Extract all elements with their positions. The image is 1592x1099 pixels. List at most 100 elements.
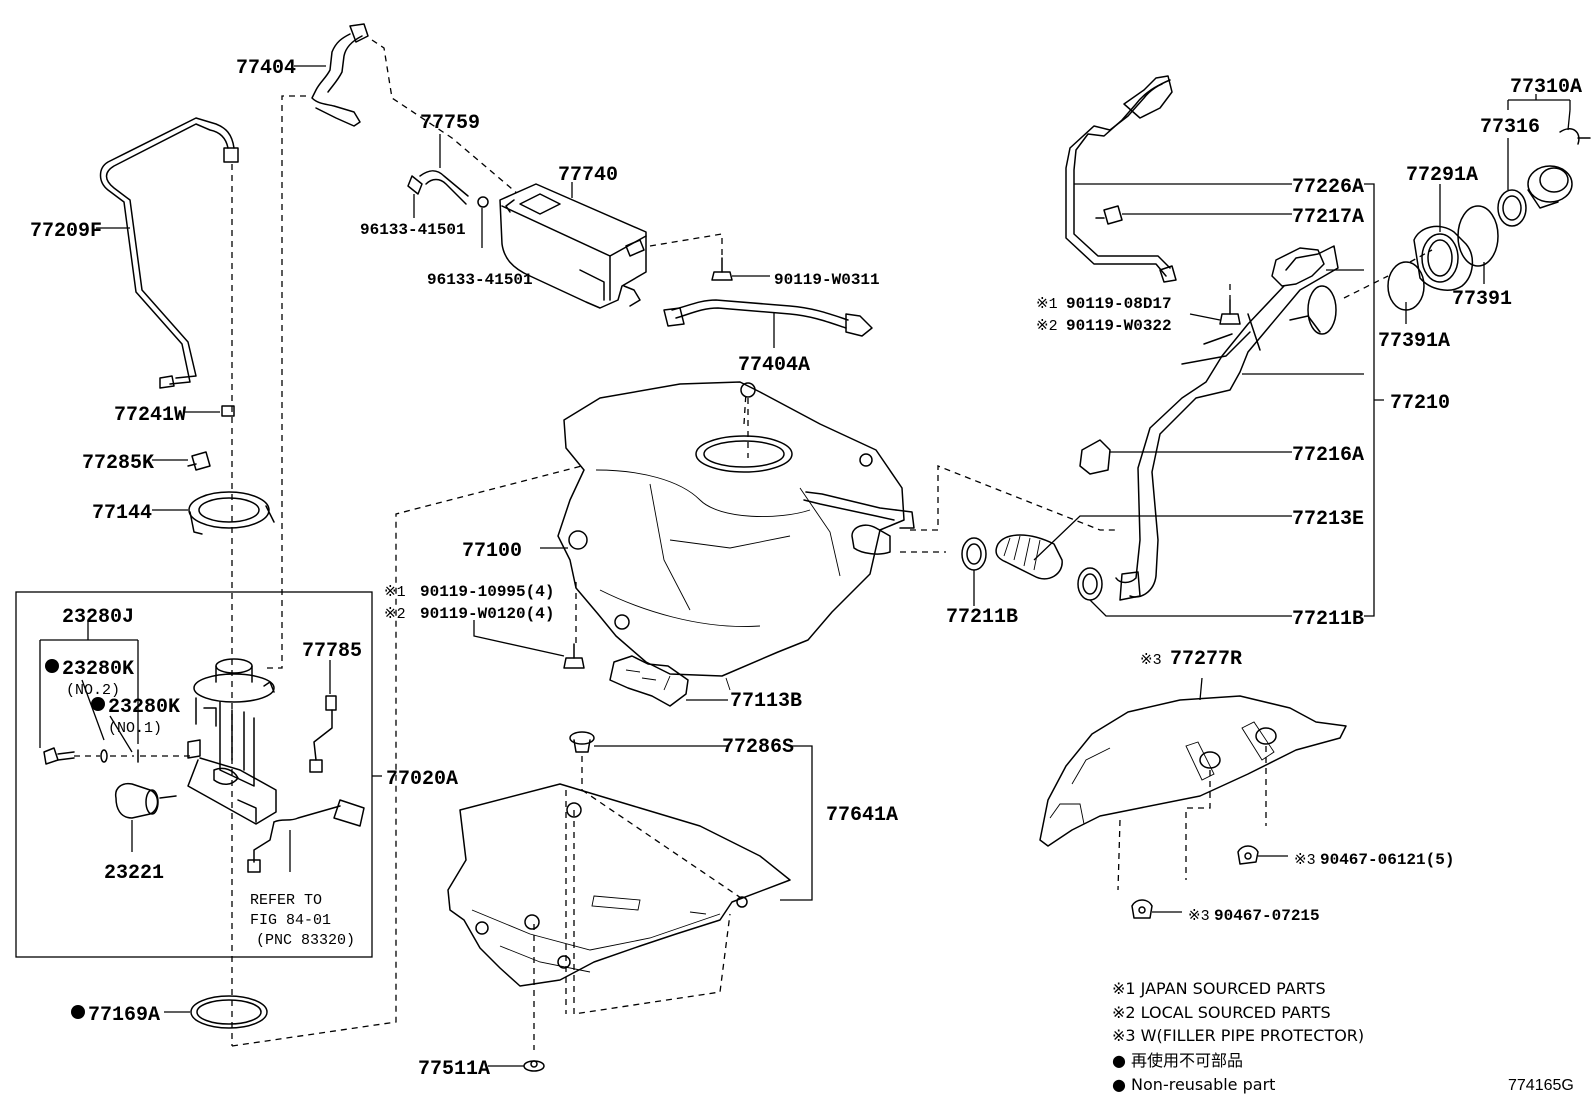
filter-parts-23280K <box>43 747 190 765</box>
bolt-90119-08D17 <box>1219 299 1241 325</box>
label-90119-W0120: 90119-W0120(4) <box>420 605 554 623</box>
legend-filler-pipe-protector: ※3 W(FILLER PIPE PROTECTOR) <box>1112 1026 1364 1045</box>
legend-non-reusable-jp: ● 再使用不可部品 <box>1112 1051 1243 1070</box>
fuel-pump-77020A <box>187 658 277 825</box>
filler-pipe-77210 <box>1115 245 1339 601</box>
label-77020A: 77020A <box>386 768 458 791</box>
ring-77291A <box>1413 225 1474 291</box>
label-77113B: 77113B <box>730 690 802 713</box>
label-77391A: 77391A <box>1378 330 1450 353</box>
clamp-77216A <box>1079 439 1111 475</box>
black-dot-icon <box>71 1005 85 1019</box>
label-77169A: 77169A <box>88 1004 160 1027</box>
label-77226A: 77226A <box>1292 176 1364 199</box>
legend-japan-sourced: ※1 JAPAN SOURCED PARTS <box>1112 979 1326 998</box>
label-77209F: 77209F <box>30 220 102 243</box>
filler-pipe-protector-77277R <box>1039 695 1347 847</box>
clamp-77211B-right <box>1077 567 1103 601</box>
legend-non-reusable-en: ● Non-reusable part <box>1112 1075 1275 1094</box>
label-77759: 77759 <box>420 112 480 135</box>
label-90119-10995: 90119-10995(4) <box>420 583 554 601</box>
label-refer-pnc: (PNC 83320) <box>256 932 355 949</box>
clamp-77217A <box>1095 205 1123 225</box>
label-77210: 77210 <box>1390 392 1450 415</box>
fuel-pump-23221 <box>114 782 177 819</box>
label-90119-W0322: 90119-W0322 <box>1066 317 1172 335</box>
label-77404: 77404 <box>236 57 296 80</box>
fuel-cap-77310A <box>1527 128 1591 209</box>
fuel-pump-assembly-box <box>15 591 373 958</box>
label-23280K-no1: 23280K <box>108 696 180 719</box>
clip-77286S <box>569 731 595 753</box>
clamp-77211B-left <box>961 537 987 571</box>
heat-protector <box>1271 247 1325 287</box>
reference-mark-icon: ※3 <box>1188 908 1210 925</box>
label-no1: (NO.1) <box>108 720 162 737</box>
reference-mark-icon: ※3 <box>1140 652 1162 669</box>
retainer-ring-77144 <box>188 491 275 535</box>
label-90467-06121: 90467-06121(5) <box>1320 851 1454 869</box>
label-77100: 77100 <box>462 540 522 563</box>
black-dot-icon <box>45 659 59 673</box>
label-77213E: 77213E <box>1292 508 1364 531</box>
bolt-90119-W0311 <box>711 257 733 281</box>
hose-77213E <box>995 534 1063 580</box>
label-no2: (NO.2) <box>66 682 120 699</box>
wire-harness <box>247 799 365 873</box>
label-77211B-right: 77211B <box>1292 608 1364 631</box>
bolt-90119-10995 <box>563 643 585 669</box>
charcoal-canister-77740 <box>499 183 647 309</box>
label-77310A: 77310A <box>1510 76 1582 99</box>
fuel-tank-77100 <box>557 381 915 691</box>
gasket-77391 <box>1457 205 1499 267</box>
label-77641A: 77641A <box>826 804 898 827</box>
clip-77241W <box>221 405 235 417</box>
legend-local-sourced: ※2 LOCAL SOURCED PARTS <box>1112 1003 1331 1022</box>
reference-mark-icon: ※3 <box>1294 852 1316 869</box>
label-77277R: 77277R <box>1170 648 1242 671</box>
vapor-hose-77404A <box>663 299 873 337</box>
breather-tube-77226A <box>1065 75 1177 283</box>
label-96133-41501-b: 96133-41501 <box>427 271 533 289</box>
legend: ※1 JAPAN SOURCED PARTS ※2 LOCAL SOURCED … <box>1112 979 1364 1094</box>
label-77316: 77316 <box>1480 116 1540 139</box>
label-96133-41501-a: 96133-41501 <box>360 221 466 239</box>
vapor-hose-77404 <box>311 23 369 127</box>
sender-gauge-77785 <box>309 695 337 773</box>
reference-mark-icon: ※1 <box>1036 296 1058 313</box>
label-90467-07215: 90467-07215 <box>1214 907 1320 925</box>
clip-90467-06121 <box>1237 845 1259 865</box>
label-77404A: 77404A <box>738 354 810 377</box>
hose-77759 <box>407 170 489 208</box>
reference-mark-icon: ※2 <box>384 606 406 623</box>
label-90119-W0311: 90119-W0311 <box>774 271 880 289</box>
gasket-77316 <box>1497 189 1527 227</box>
under-protector-77641A <box>447 783 791 987</box>
clip-77285K <box>187 451 211 471</box>
label-77291A: 77291A <box>1406 164 1478 187</box>
clip-77511A <box>523 1060 545 1072</box>
label-23221: 23221 <box>104 862 164 885</box>
label-77286S: 77286S <box>722 736 794 759</box>
label-refer-fig: FIG 84-01 <box>250 912 331 929</box>
label-77217A: 77217A <box>1292 206 1364 229</box>
black-dot-icon <box>91 697 105 711</box>
reference-mark-icon: ※1 <box>384 584 406 601</box>
reference-mark-icon: ※2 <box>1036 318 1058 335</box>
label-77740: 77740 <box>558 164 618 187</box>
figure-number: 774165G <box>1508 1077 1574 1094</box>
label-refer-to: REFER TO <box>250 892 322 909</box>
protector-77113B <box>609 655 689 707</box>
label-90119-08D17: 90119-08D17 <box>1066 295 1172 313</box>
label-77285K: 77285K <box>82 452 154 475</box>
label-77211B-left: 77211B <box>946 606 1018 629</box>
label-77144: 77144 <box>92 502 152 525</box>
label-77216A: 77216A <box>1292 444 1364 467</box>
gasket-77169A <box>190 995 268 1029</box>
label-77785: 77785 <box>302 640 362 663</box>
label-23280K-no2: 23280K <box>62 658 134 681</box>
label-77391: 77391 <box>1452 288 1512 311</box>
clip-90467-07215 <box>1131 899 1153 919</box>
fuel-tube-77209F <box>99 117 239 389</box>
